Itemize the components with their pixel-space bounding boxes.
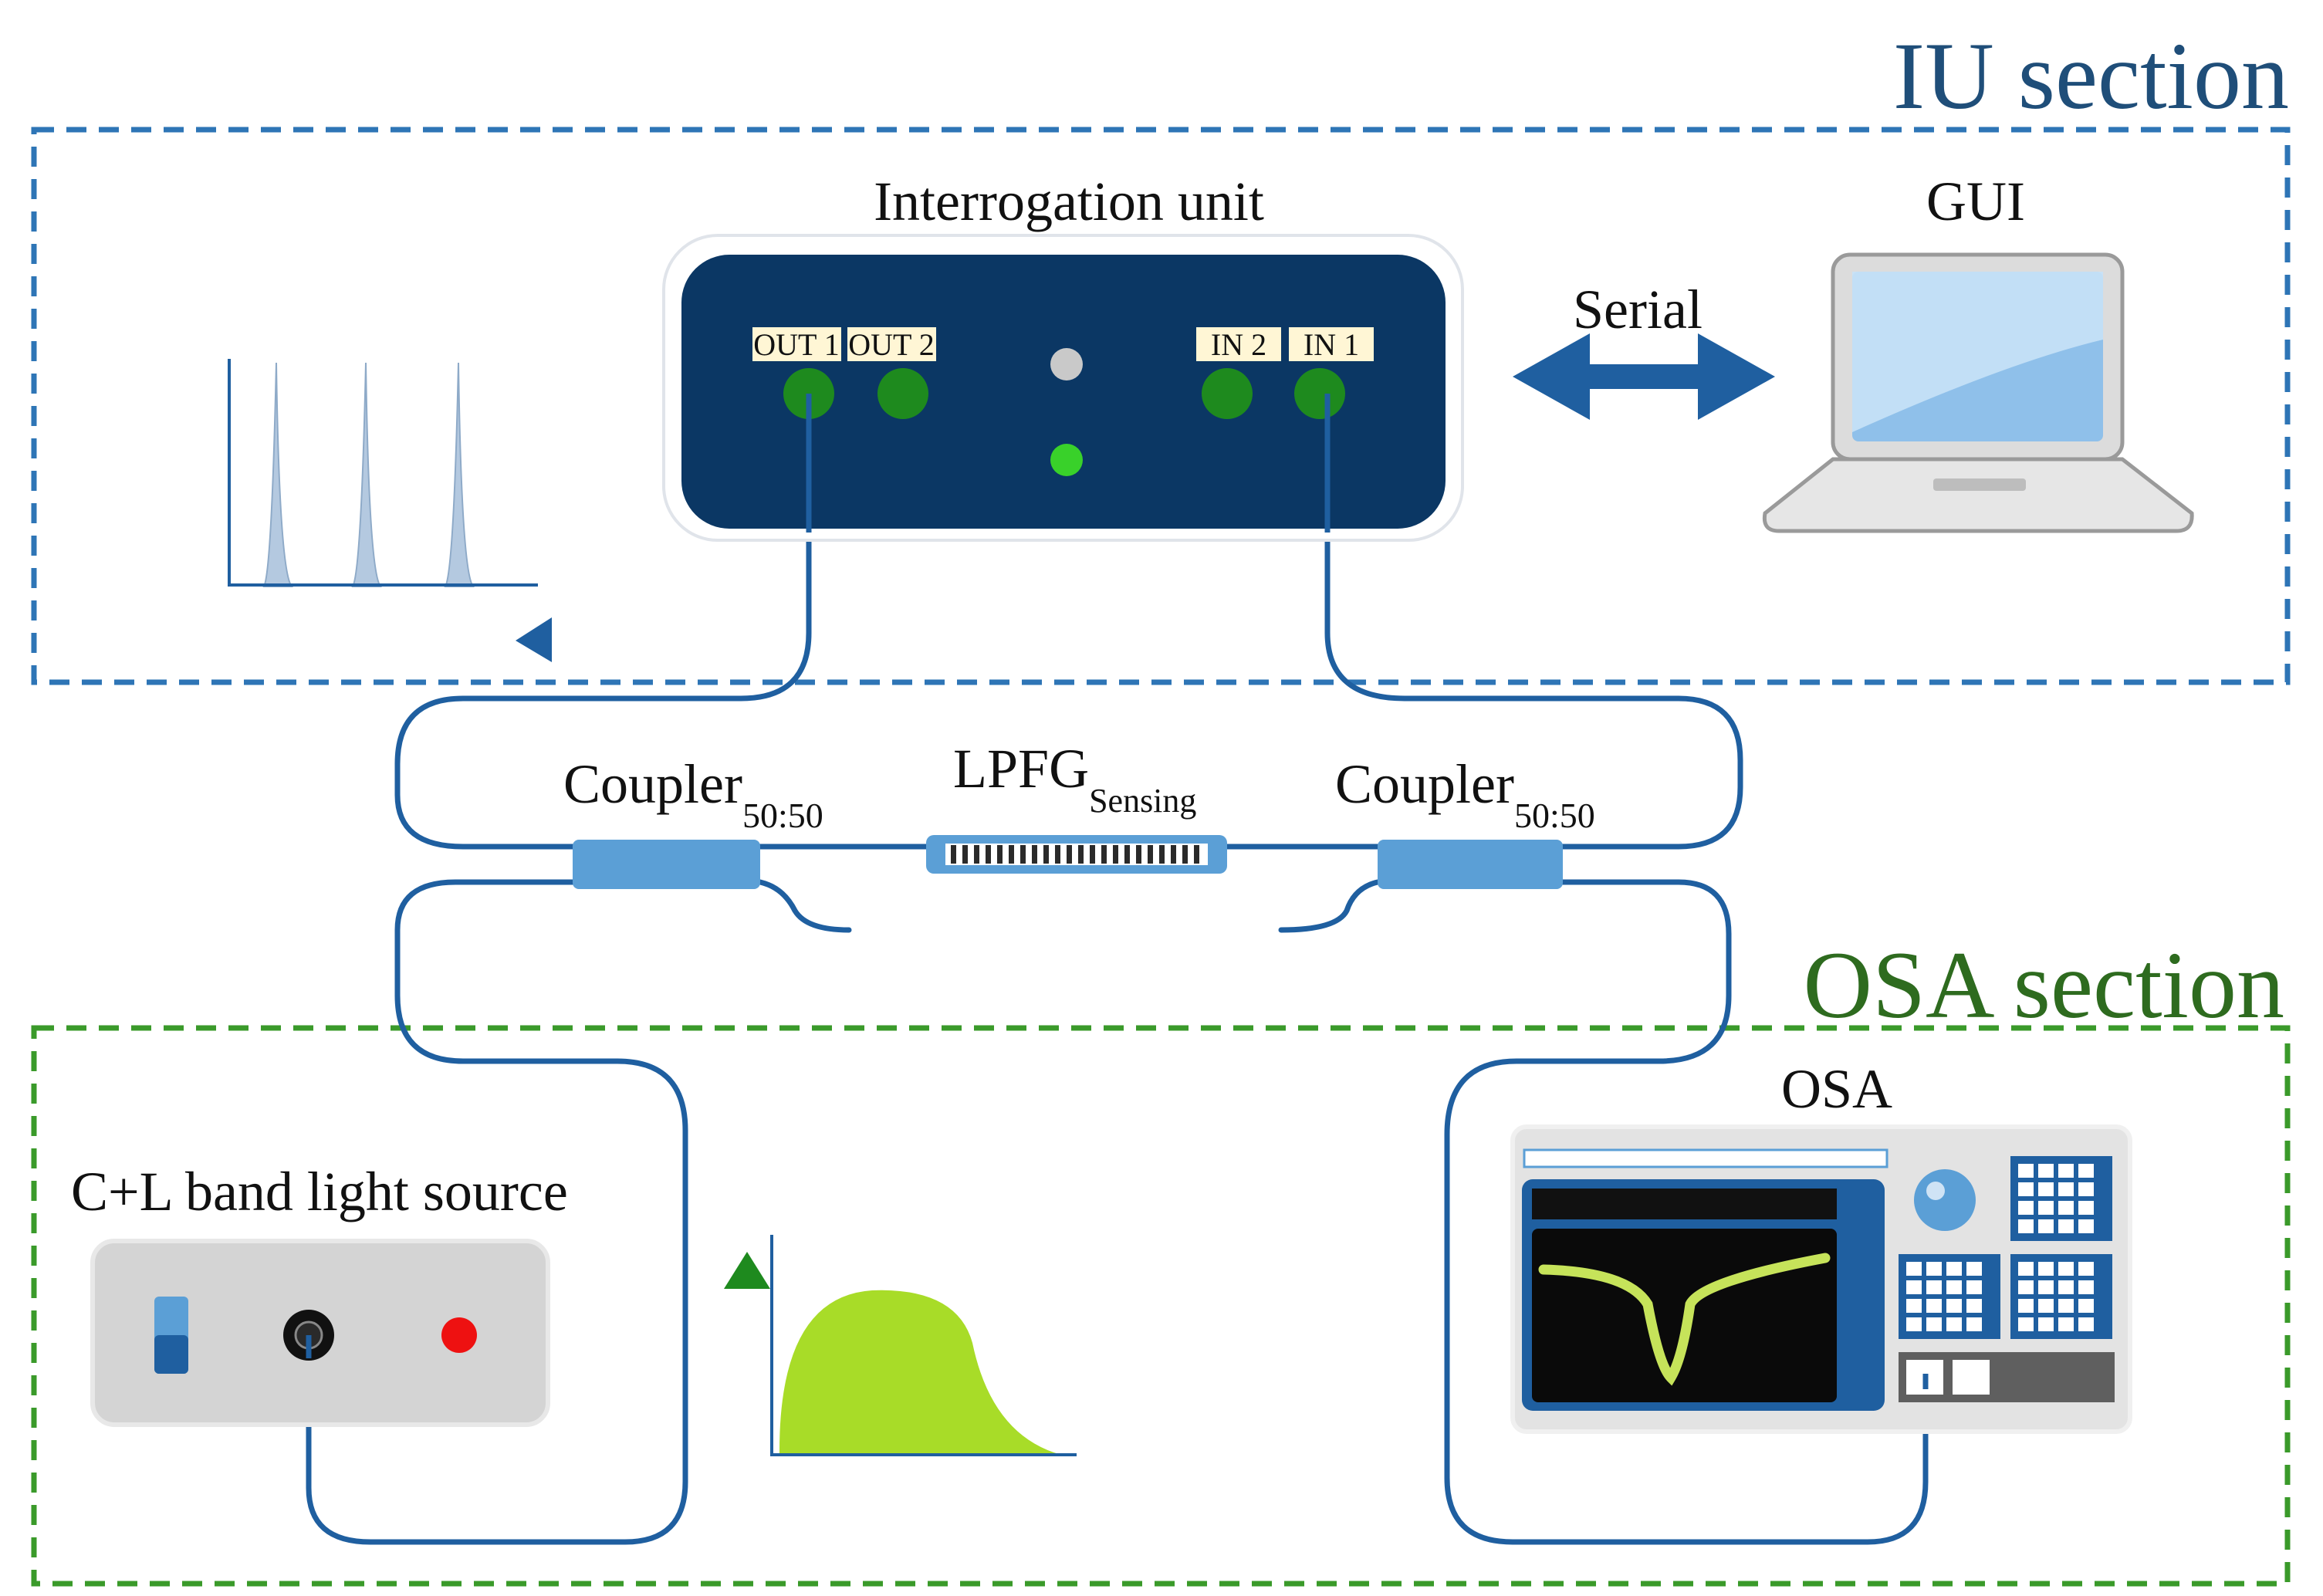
fiber-right-coupler-pigtail xyxy=(1278,879,1381,933)
coupler-left: Coupler50:50 xyxy=(563,753,823,889)
status-led-grey xyxy=(1050,348,1083,380)
reflection-peak-1 xyxy=(262,362,294,587)
coupler-left-body xyxy=(573,840,760,889)
osa-knob-icon[interactable] xyxy=(1914,1169,1976,1231)
iu-section: IU section xyxy=(31,23,2291,685)
port-label-out2: OUT 2 xyxy=(847,327,936,362)
coupler-left-label: Coupler50:50 xyxy=(563,753,823,835)
fiber-right-coupler-to-osa xyxy=(1444,879,1929,1545)
gui-laptop: GUI xyxy=(1762,171,2194,533)
coupler-right-body xyxy=(1378,840,1563,889)
fiber-source-to-left-coupler xyxy=(306,879,688,1545)
lpfg-sensing: LPFGSensing xyxy=(926,738,1227,874)
port-label-in1: IN 1 xyxy=(1289,327,1374,362)
port-label-out1-text: OUT 1 xyxy=(753,327,839,362)
interrogation-unit-title: Interrogation unit xyxy=(874,171,1264,232)
fiber-out1-to-left-coupler xyxy=(394,391,812,850)
fiber-left-coupler-pigtail xyxy=(757,879,852,933)
osa-keypad-top[interactable] xyxy=(2010,1156,2112,1241)
port-label-out1: OUT 1 xyxy=(752,327,841,362)
osa-trace-curve xyxy=(1538,1253,1831,1386)
serial-link: Serial xyxy=(1513,279,1775,420)
port-label-in2: IN 2 xyxy=(1196,327,1281,362)
reflection-peak-2 xyxy=(351,362,382,587)
coupler-right: Coupler50:50 xyxy=(1335,753,1595,889)
gui-label: GUI xyxy=(1926,171,2025,232)
iu-section-title: IU section xyxy=(1893,23,2289,129)
port-out2-connector[interactable] xyxy=(877,368,928,419)
iu-section-border xyxy=(31,127,2291,685)
port-in2-connector[interactable] xyxy=(1202,368,1253,419)
fiber-right-coupler-to-in1 xyxy=(1324,391,1743,850)
osa-keypad-left[interactable] xyxy=(1899,1254,2000,1339)
interrogation-unit: Interrogation unit OUT 1 OUT 2 IN 2 IN 1 xyxy=(662,171,1464,542)
port-label-in1-text: IN 1 xyxy=(1304,327,1359,362)
lpfg-label: LPFGSensing xyxy=(953,738,1196,820)
reflection-spectrum-plot xyxy=(228,359,552,662)
osa-display-header xyxy=(1532,1189,1837,1219)
status-led-green xyxy=(1050,444,1083,476)
double-arrow-icon xyxy=(1513,333,1775,420)
osa-keypad-right[interactable] xyxy=(2010,1254,2112,1339)
interrogation-unit-body xyxy=(681,255,1446,529)
osa-section-border xyxy=(31,1025,2291,1587)
source-spectrum-plot xyxy=(724,1235,1077,1456)
optical-fibers xyxy=(306,391,1929,1545)
serial-label: Serial xyxy=(1573,279,1703,340)
osa-aux-port[interactable] xyxy=(1953,1360,1990,1395)
osa-section-title: OSA section xyxy=(1804,932,2284,1038)
port-in1-connector[interactable] xyxy=(1294,368,1345,419)
laptop-touchpad xyxy=(1933,478,2026,491)
osa-instrument: OSA xyxy=(1510,1058,2132,1434)
coupler-right-label: Coupler50:50 xyxy=(1335,753,1595,835)
light-source: C+L band light source xyxy=(71,1161,568,1427)
lpfg-window xyxy=(945,844,1208,865)
reflection-peak-3 xyxy=(444,362,475,587)
port-label-in2-text: IN 2 xyxy=(1211,327,1266,362)
osa-top-strip xyxy=(1523,1148,1888,1168)
reflection-plot-axes xyxy=(228,359,538,587)
source-spectrum-curve xyxy=(779,1290,1061,1455)
triangle-up-icon xyxy=(724,1252,770,1289)
triangle-left-icon xyxy=(516,617,552,662)
laptop-base xyxy=(1762,457,2194,533)
lpfg-grating-lines xyxy=(951,845,1199,864)
laptop-screen-glare xyxy=(1852,272,2103,432)
source-plot-axes xyxy=(770,1235,1077,1456)
osa-section: OSA section xyxy=(31,932,2291,1587)
light-source-label: C+L band light source xyxy=(71,1161,568,1222)
port-label-out2-text: OUT 2 xyxy=(848,327,934,362)
osa-label: OSA xyxy=(1781,1058,1892,1120)
power-indicator-led xyxy=(441,1317,477,1353)
